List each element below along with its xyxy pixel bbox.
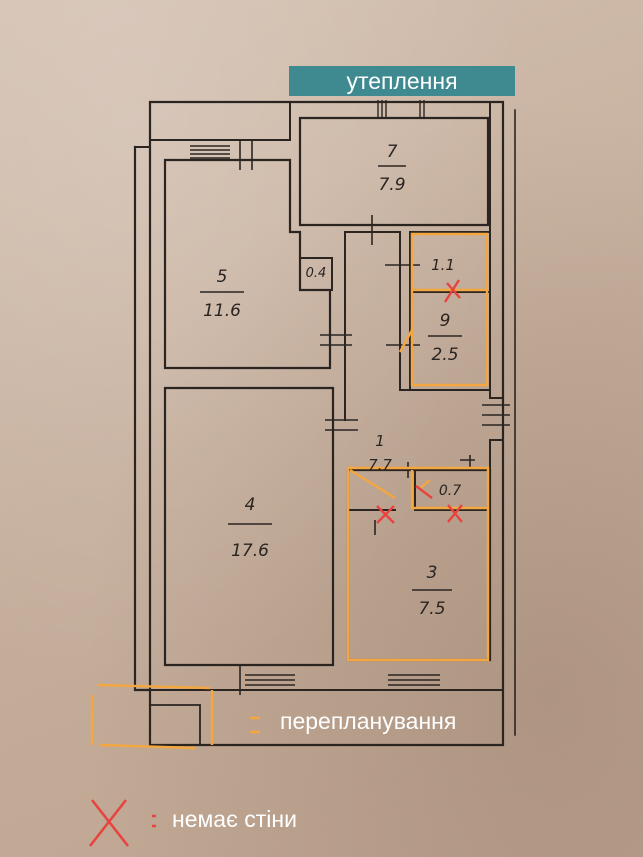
insulation-badge: утеплення — [289, 66, 515, 96]
no-wall-cross-hall — [376, 505, 395, 524]
room-1-area: 7.7 — [368, 456, 392, 474]
legend-no-wall-label: немає стіни — [172, 806, 297, 832]
outer-wall — [148, 100, 505, 747]
room-1-number: 1 — [375, 432, 385, 450]
room-7-number: 7 — [387, 142, 398, 162]
legend-no-wall-swatch — [88, 799, 156, 847]
no-wall-cross-9 — [443, 279, 461, 303]
legend-replanning-swatch — [90, 683, 260, 750]
room-9-number: 9 — [440, 311, 451, 331]
room-1.1-number: 1.1 — [431, 256, 455, 274]
outer-wall-inner — [133, 145, 152, 692]
no-wall-cross-closet — [447, 504, 463, 523]
room-small-walls — [299, 257, 333, 291]
room-3-number: 3 — [427, 563, 438, 583]
room-3-area: 7.5 — [418, 599, 445, 619]
replanning-outline-9 — [410, 232, 489, 387]
legend-replanning-label: перепланування — [280, 708, 457, 734]
no-wall-marks — [376, 279, 463, 524]
room-5-area: 11.6 — [203, 301, 241, 321]
room-7-walls — [298, 116, 490, 227]
room-4-number: 4 — [245, 495, 256, 515]
room-small-area: 0.4 — [306, 266, 327, 281]
room-5-walls — [163, 158, 332, 370]
replanning-outline-3 — [346, 466, 490, 662]
replanning-overlay — [346, 232, 490, 662]
room-9-area: 2.5 — [431, 345, 458, 365]
room-3-walls — [346, 468, 492, 662]
room-7-area: 7.9 — [378, 175, 405, 195]
room-5-number: 5 — [217, 267, 228, 287]
room-4-walls — [163, 386, 335, 667]
room-closet-area: 0.7 — [439, 483, 461, 499]
room-4-area: 17.6 — [231, 541, 269, 561]
